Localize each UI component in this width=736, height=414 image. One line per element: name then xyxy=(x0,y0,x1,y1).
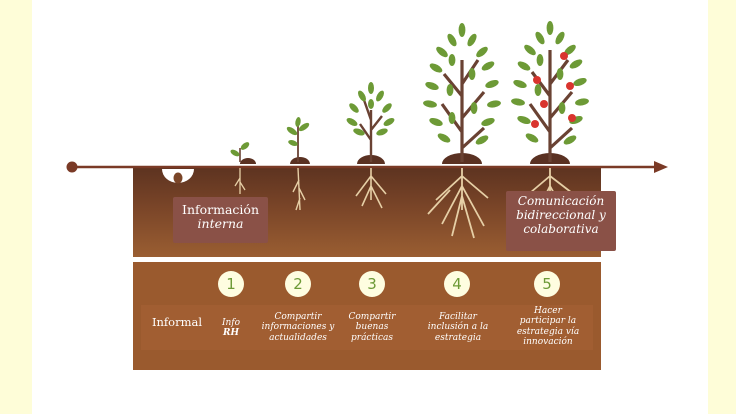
sprout-icon xyxy=(286,117,310,211)
sprout-icon xyxy=(230,142,256,194)
step-2-line1: Compartir xyxy=(274,312,322,322)
step-text-2: Compartir informaciones y actualidades xyxy=(254,312,342,343)
step-number-5: 5 xyxy=(534,271,560,297)
step-text-3: Compartir buenas prácticas xyxy=(342,312,402,343)
step-1-line1: Info xyxy=(221,318,241,328)
egg-seed-icon xyxy=(162,169,194,184)
step-2-line2: informaciones y xyxy=(261,322,335,333)
step-4-line3: estrategia xyxy=(434,332,482,343)
step-5-line3: estrategia vía xyxy=(516,326,580,337)
bidirectional-line2: bidireccional y xyxy=(516,207,606,222)
step-number-4: 4 xyxy=(444,271,470,297)
diagram-canvas: Información interna Comunicación bidirec… xyxy=(32,0,708,414)
step-4-line2: inclusión a la xyxy=(427,322,489,333)
tree-icon xyxy=(423,23,501,239)
bidirectional-box xyxy=(506,191,616,251)
step-4-line1: Facilitar xyxy=(439,312,477,322)
step-text-1: Info RH xyxy=(208,318,254,339)
internal-info-box xyxy=(173,197,268,243)
steps-inner-band xyxy=(141,305,593,350)
step-3-line3: prácticas xyxy=(351,332,393,343)
bidirectional-line3: colaborativa xyxy=(523,221,599,236)
step-2-line3: actualidades xyxy=(269,332,327,343)
internal-info-line2: interna xyxy=(197,216,244,232)
step-5-line2: participar la xyxy=(519,316,577,327)
step-1-line2: RH xyxy=(223,328,239,339)
informal-label: Informal xyxy=(151,315,203,329)
step-3-line1: Compartir xyxy=(348,312,396,322)
small-tree-icon xyxy=(346,82,395,209)
bidirectional-line1: Comunicación xyxy=(517,194,605,208)
step-5-line4: innovación xyxy=(523,337,573,348)
step-number-1: 1 xyxy=(218,271,244,297)
fruit-tree-icon xyxy=(511,21,589,237)
step-3-line2: buenas xyxy=(355,322,389,333)
internal-info-line1: Información xyxy=(182,202,259,217)
bidirectional-label: Comunicación bidireccional y colaborativ… xyxy=(506,194,616,236)
step-text-5: Hacer participar la estrategia vía innov… xyxy=(506,306,590,347)
step-text-4: Facilitar inclusión a la estrategia xyxy=(419,312,497,343)
internal-info-label: Información interna xyxy=(173,202,268,232)
step-number-3: 3 xyxy=(359,271,385,297)
step-5-line1: Hacer xyxy=(534,306,562,316)
timeline-arrow-icon xyxy=(66,161,668,173)
step-number-2: 2 xyxy=(285,271,311,297)
